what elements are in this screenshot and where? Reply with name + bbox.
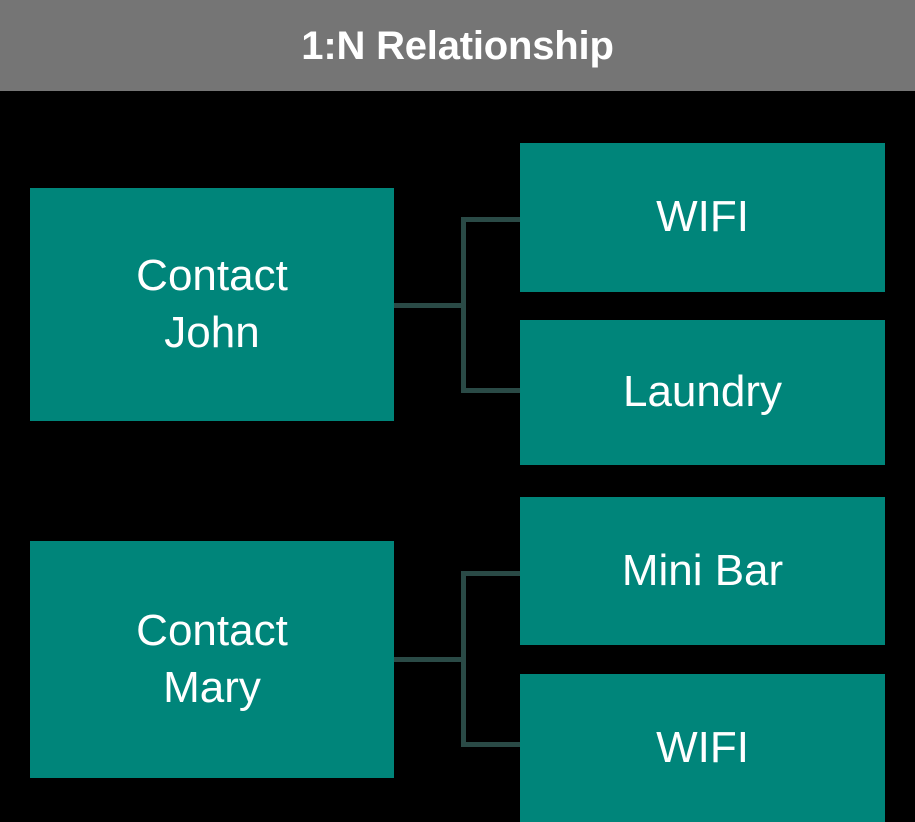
- node-wifi-john[interactable]: WIFI: [520, 143, 885, 292]
- node-mini-bar-label: Mini Bar: [621, 545, 784, 595]
- page-title: 1:N Relationship: [301, 23, 614, 68]
- diagram-body: Contact John Contact Mary WIFI Laundry M…: [0, 91, 915, 822]
- node-wifi-mary-label: WIFI: [656, 722, 749, 772]
- node-laundry-label: Laundry: [622, 367, 782, 417]
- node-laundry[interactable]: Laundry: [520, 320, 885, 465]
- node-contact-mary-label: Contact Mary: [136, 606, 288, 712]
- connector-mary-to-wifi: [461, 742, 521, 747]
- connector-john-spine: [461, 217, 466, 393]
- node-mini-bar[interactable]: Mini Bar: [520, 497, 885, 645]
- node-contact-john-label: Contact John: [136, 251, 288, 357]
- header-bar: [0, 0, 915, 91]
- node-contact-mary[interactable]: Contact Mary: [30, 541, 394, 778]
- connector-mary-to-minibar: [461, 571, 521, 576]
- node-wifi-john-label: WIFI: [656, 192, 749, 242]
- connector-mary-stem: [394, 657, 464, 662]
- connector-john-to-wifi: [461, 217, 521, 222]
- node-contact-john[interactable]: Contact John: [30, 188, 394, 421]
- node-wifi-mary[interactable]: WIFI: [520, 674, 885, 822]
- connector-john-to-laundry: [461, 388, 521, 393]
- connector-john-stem: [394, 303, 464, 308]
- connector-mary-spine: [461, 571, 466, 747]
